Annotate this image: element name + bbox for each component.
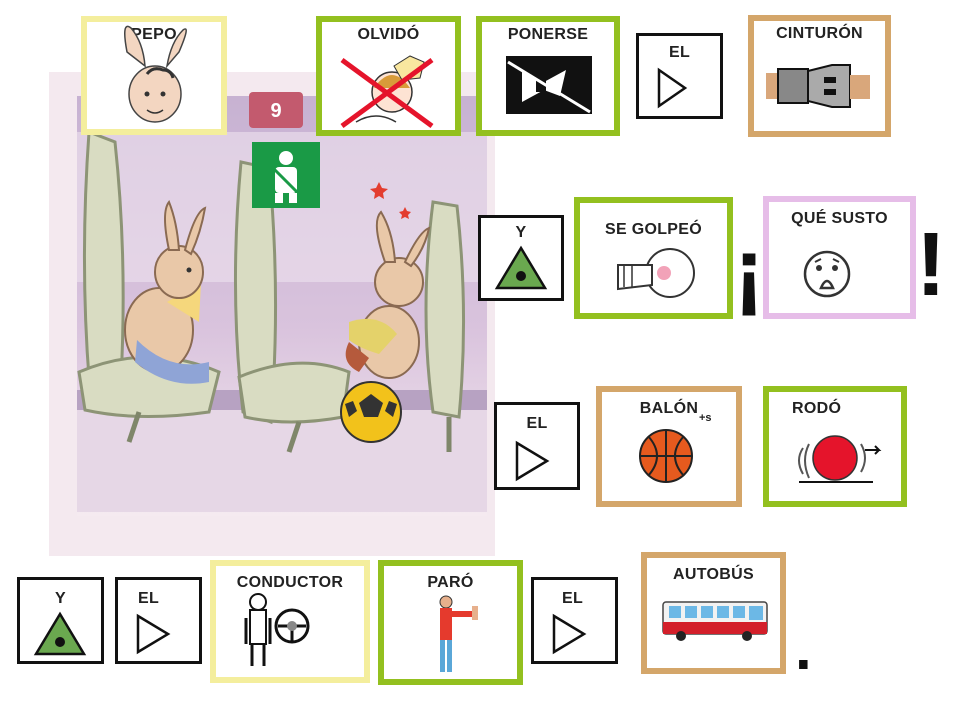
driver-steering-wheel-icon — [244, 593, 310, 666]
basketball-icon — [639, 429, 693, 483]
card-pepo: PEPO — [81, 16, 227, 135]
card-label: EL — [562, 590, 584, 607]
card-paro: PARÓ — [378, 560, 523, 685]
bus-icon — [662, 601, 768, 641]
card-label: EL — [526, 415, 548, 432]
card-conductor: CONDUCTOR — [210, 560, 370, 683]
seatbelt-sign-icon — [252, 142, 320, 208]
page-number-badge — [249, 92, 303, 128]
card-label: OLVIDÓ — [357, 26, 420, 43]
card-label: BALÓN — [639, 400, 699, 417]
rabbit-face-icon — [124, 25, 187, 123]
triangle-article-icon — [136, 613, 171, 655]
card-el-2: EL — [494, 402, 580, 490]
bus-interior-scene: 9 — [49, 72, 495, 556]
story-illustration: 9 — [49, 72, 495, 556]
card-cinturon: CINTURÓN — [748, 15, 891, 137]
triangle-article-icon — [657, 67, 688, 109]
triangle-article-icon — [515, 440, 550, 482]
card-label: SE GOLPEÓ — [605, 221, 702, 238]
triangle-article-icon — [552, 613, 587, 655]
rabbit-icon — [124, 200, 209, 384]
card-label: EL — [138, 590, 160, 607]
stop-gesture-icon — [439, 595, 478, 672]
exclamation-close: ! — [916, 215, 946, 315]
exclamation-open: ¡ — [734, 221, 764, 321]
card-el-1: EL — [636, 33, 723, 119]
card-label: Y — [55, 590, 66, 607]
fasten-seatbelt-icon — [506, 56, 592, 114]
card-rodo: RODÓ — [763, 386, 907, 507]
card-label: RODÓ — [792, 400, 842, 417]
card-balon: BALÓN +s — [596, 386, 742, 507]
plural-mark: +s — [699, 412, 712, 424]
soccer-ball-icon — [340, 381, 402, 443]
card-label: PARÓ — [427, 574, 474, 591]
card-label: EL — [668, 44, 691, 61]
green-triangle-dot-icon — [494, 245, 548, 290]
hit-face-icon — [617, 248, 695, 298]
card-label: QUÉ SUSTO — [791, 210, 888, 227]
card-ponerse: PONERSE — [476, 16, 620, 136]
forgot-crossed-icon — [340, 55, 434, 129]
seatbelt-buckle-icon — [766, 64, 870, 108]
card-y-1: Y — [478, 215, 564, 301]
card-que-susto: QUÉ SUSTO — [763, 196, 916, 319]
rolling-ball-icon — [798, 435, 882, 483]
card-label: PEPO — [131, 26, 177, 43]
card-label: CINTURÓN — [776, 25, 863, 42]
card-label: Y — [515, 224, 527, 241]
page-number-text: 9 — [270, 100, 281, 122]
card-label: CONDUCTOR — [236, 574, 344, 591]
green-triangle-dot-icon — [33, 611, 87, 656]
scared-face-icon — [803, 250, 851, 298]
card-el-3: EL — [115, 577, 202, 664]
sentence-period: . — [795, 615, 812, 682]
card-el-4: EL — [531, 577, 618, 664]
card-se-golpeo: SE GOLPEÓ — [574, 197, 733, 319]
card-autobus: AUTOBÚS — [641, 552, 786, 674]
card-y-2: Y — [17, 577, 104, 664]
card-olvido: OLVIDÓ — [316, 16, 461, 136]
card-label: PONERSE — [507, 26, 589, 43]
card-label: AUTOBÚS — [673, 566, 754, 583]
